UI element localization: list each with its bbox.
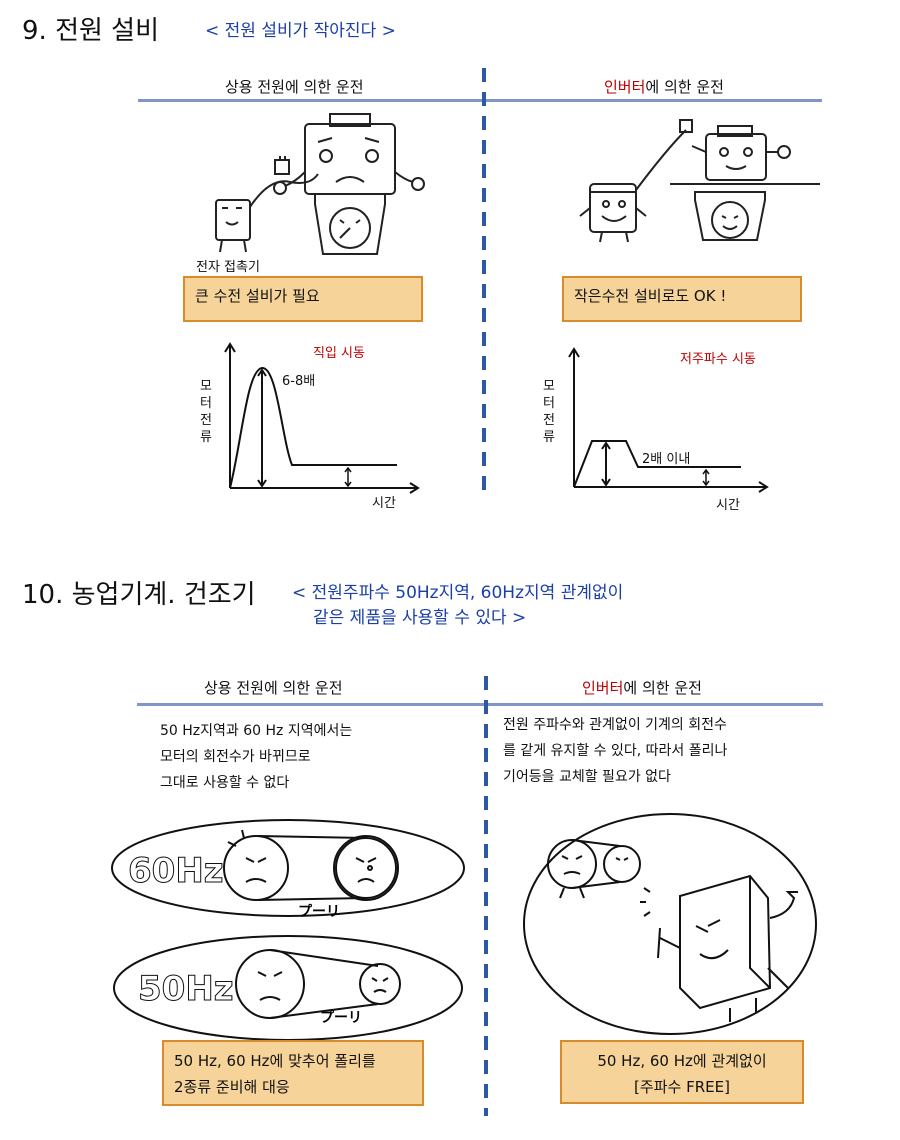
section10-subtitle-line1: < 전원주파수 50Hz지역, 60Hz지역 관계없이 <box>292 583 624 603</box>
low-freq-start-title: 저주파수 시동 <box>680 352 756 367</box>
peak-label-right: 2배 이내 <box>642 452 691 467</box>
section10-title: 10. 농업기계. 건조기 <box>22 580 256 610</box>
right-xlabel: 시간 <box>716 498 740 513</box>
contactor-icon <box>215 199 251 241</box>
section9-title: 9. 전원 설비 <box>22 16 160 46</box>
direct-start-graph <box>224 342 420 494</box>
hz50-label: 50Hz <box>138 969 234 1009</box>
section9-subtitle: < 전원 설비가 작아진다 > <box>205 21 396 41</box>
peak-label-left: 6-8배 <box>282 374 316 389</box>
section10-header-rule <box>137 703 823 706</box>
right-ylabel: 모 터 전 류 <box>543 379 555 445</box>
section9-divider <box>482 68 486 496</box>
ellipse-60hz <box>111 819 465 917</box>
section10-left-heading: 상용 전원에 의한 운전 <box>204 679 343 697</box>
left-explanation: 50 Hz지역과 60 Hz 지역에서는 모터의 회전수가 바뀌므로 그대로 사… <box>160 723 353 791</box>
direct-start-curve <box>229 367 397 489</box>
left-pulley-box: 50 Hz, 60 Hz에 맞추어 폴리를 2종류 준비해 대응 <box>162 1040 424 1106</box>
left-xlabel: 시간 <box>372 496 396 511</box>
right-freq-free-box: 50 Hz, 60 Hz에 관계없이 [주파수 FREE] <box>560 1040 804 1104</box>
section9-header-rule <box>138 99 822 102</box>
pulley-label-50: プーリ <box>320 1010 362 1026</box>
low-freq-start-curve <box>573 440 741 488</box>
large-equipment-illustration <box>215 113 425 255</box>
low-freq-start-graph <box>568 347 769 493</box>
pulley-label-60: プーリ <box>298 904 340 920</box>
small-power-box: 작은수전 설비로도 OK ! <box>562 276 802 322</box>
inverter-label: 인버터 <box>604 78 646 96</box>
direct-start-title: 직입 시동 <box>313 346 365 361</box>
hz60-label: 60Hz <box>128 851 224 891</box>
large-power-box: 큰 수전 설비가 필요 <box>183 276 423 322</box>
right-explanation: 전원 주파수와 관계없이 기계의 회전수 를 같게 유지할 수 있다, 따라서 … <box>503 717 728 785</box>
left-ylabel: 모 터 전 류 <box>200 379 212 445</box>
ellipse-inverter <box>523 813 817 1035</box>
section10-divider <box>484 676 488 1116</box>
section9-right-heading: 인버터에 의한 운전 <box>604 78 724 96</box>
contactor-label: 전자 접촉기 <box>196 260 260 275</box>
section9-left-heading: 상용 전원에 의한 운전 <box>225 78 364 96</box>
inverter-label-2: 인버터 <box>582 679 624 697</box>
inverter-illustration-right <box>523 813 817 1035</box>
section10-right-heading: 인버터에 의한 운전 <box>582 679 702 697</box>
small-equipment-illustration <box>579 119 820 243</box>
section10-subtitle-line2: 같은 제품을 사용할 수 있다 > <box>313 608 527 628</box>
pulley-illustration-left: 60Hz 50Hz プーリ プーリ <box>111 819 465 1041</box>
